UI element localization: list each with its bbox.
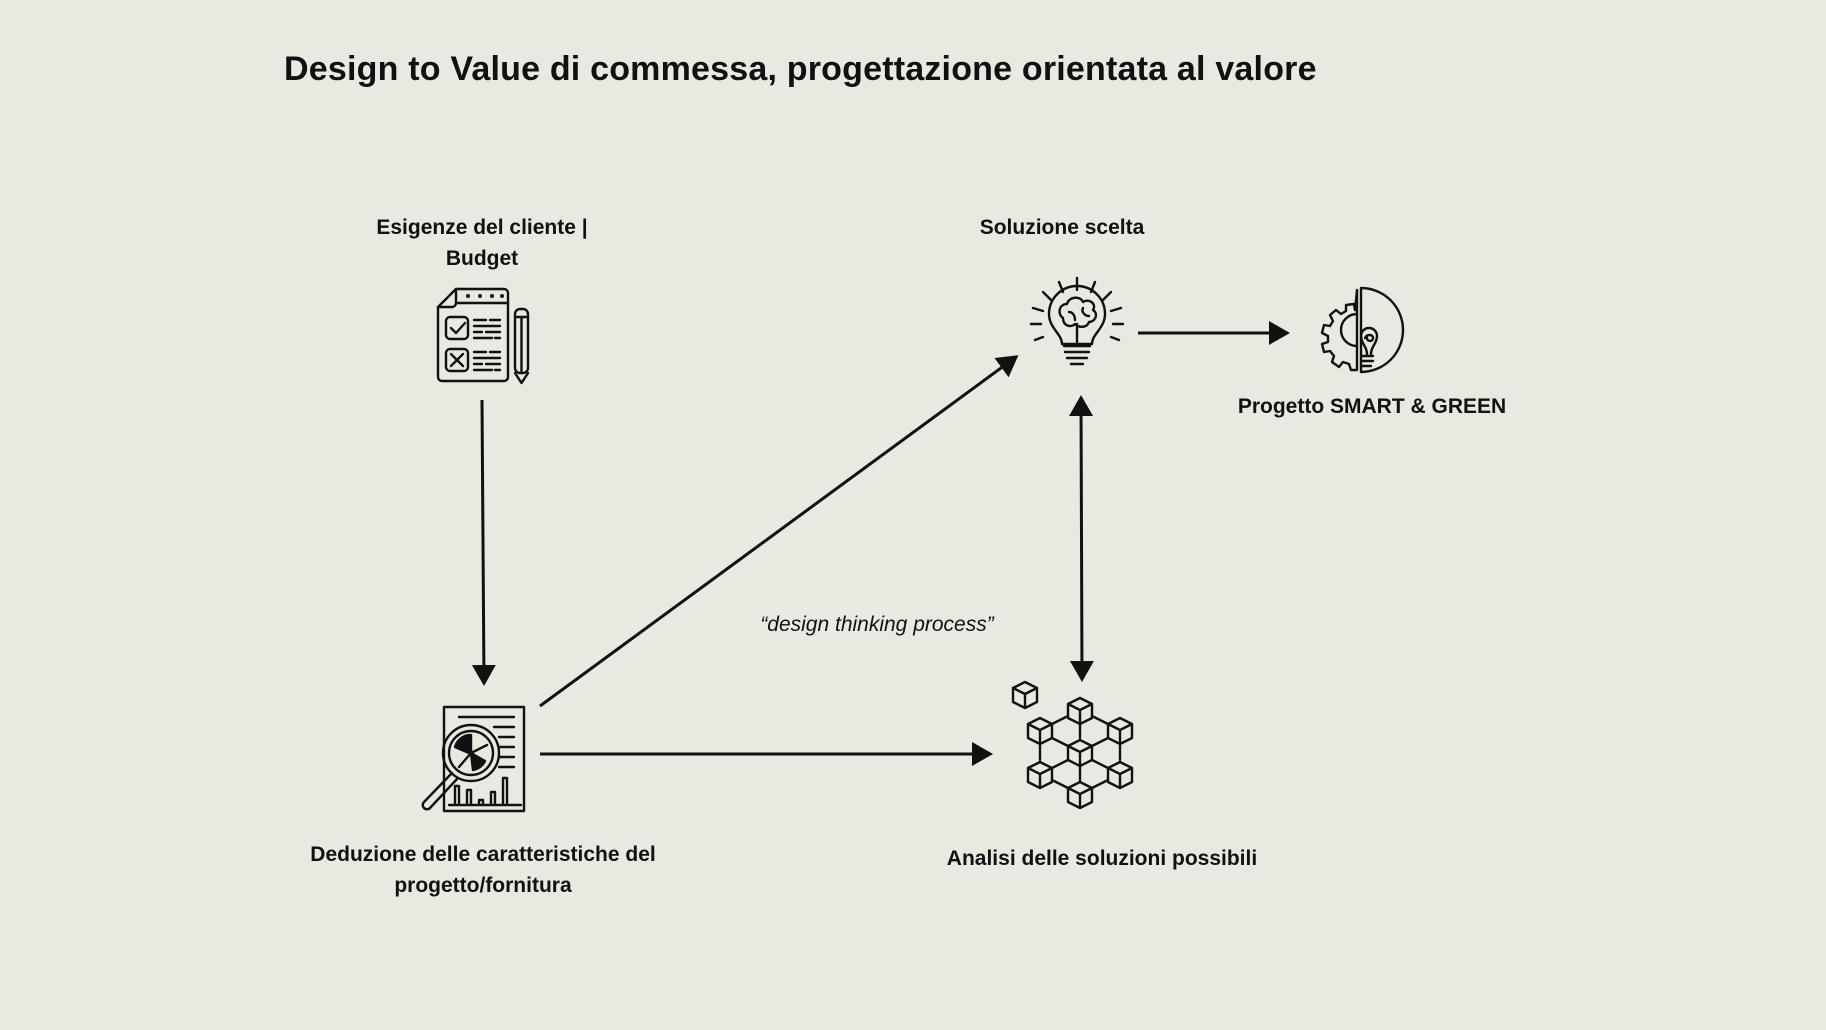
- smart-green-label: Progetto SMART & GREEN: [1237, 395, 1507, 418]
- report-magnifier-icon: [421, 705, 526, 813]
- client-needs-line1: Esigenze del cliente |: [376, 216, 588, 239]
- gear-lightbulb-icon: [1320, 286, 1405, 374]
- design-thinking-annotation: “design thinking process”: [760, 613, 994, 636]
- checklist-document-icon: [436, 287, 530, 385]
- deduction-line1: Deduzione delle caratteristiche del: [310, 843, 656, 866]
- analysis-label: Analisi delle soluzioni possibili: [946, 847, 1258, 870]
- client-needs-label: Esigenze del cliente | Budget: [376, 212, 587, 274]
- arrow-needs-to-deduction: [471, 399, 496, 686]
- chosen-solution-label: Soluzione scelta: [979, 216, 1145, 239]
- arrow-deduction-to-solution: [539, 355, 1019, 708]
- deduction-label: Deduzione delle caratteristiche del prog…: [310, 839, 655, 901]
- blockchain-network-icon: [1011, 680, 1134, 810]
- double-arrow-solution-analysis: [1069, 395, 1094, 682]
- brain-lightbulb-icon: [1029, 276, 1125, 366]
- page-title: Design to Value di commessa, progettazio…: [284, 50, 1317, 88]
- client-needs-line2: Budget: [445, 247, 519, 270]
- deduction-line2: progetto/fornitura: [394, 874, 572, 897]
